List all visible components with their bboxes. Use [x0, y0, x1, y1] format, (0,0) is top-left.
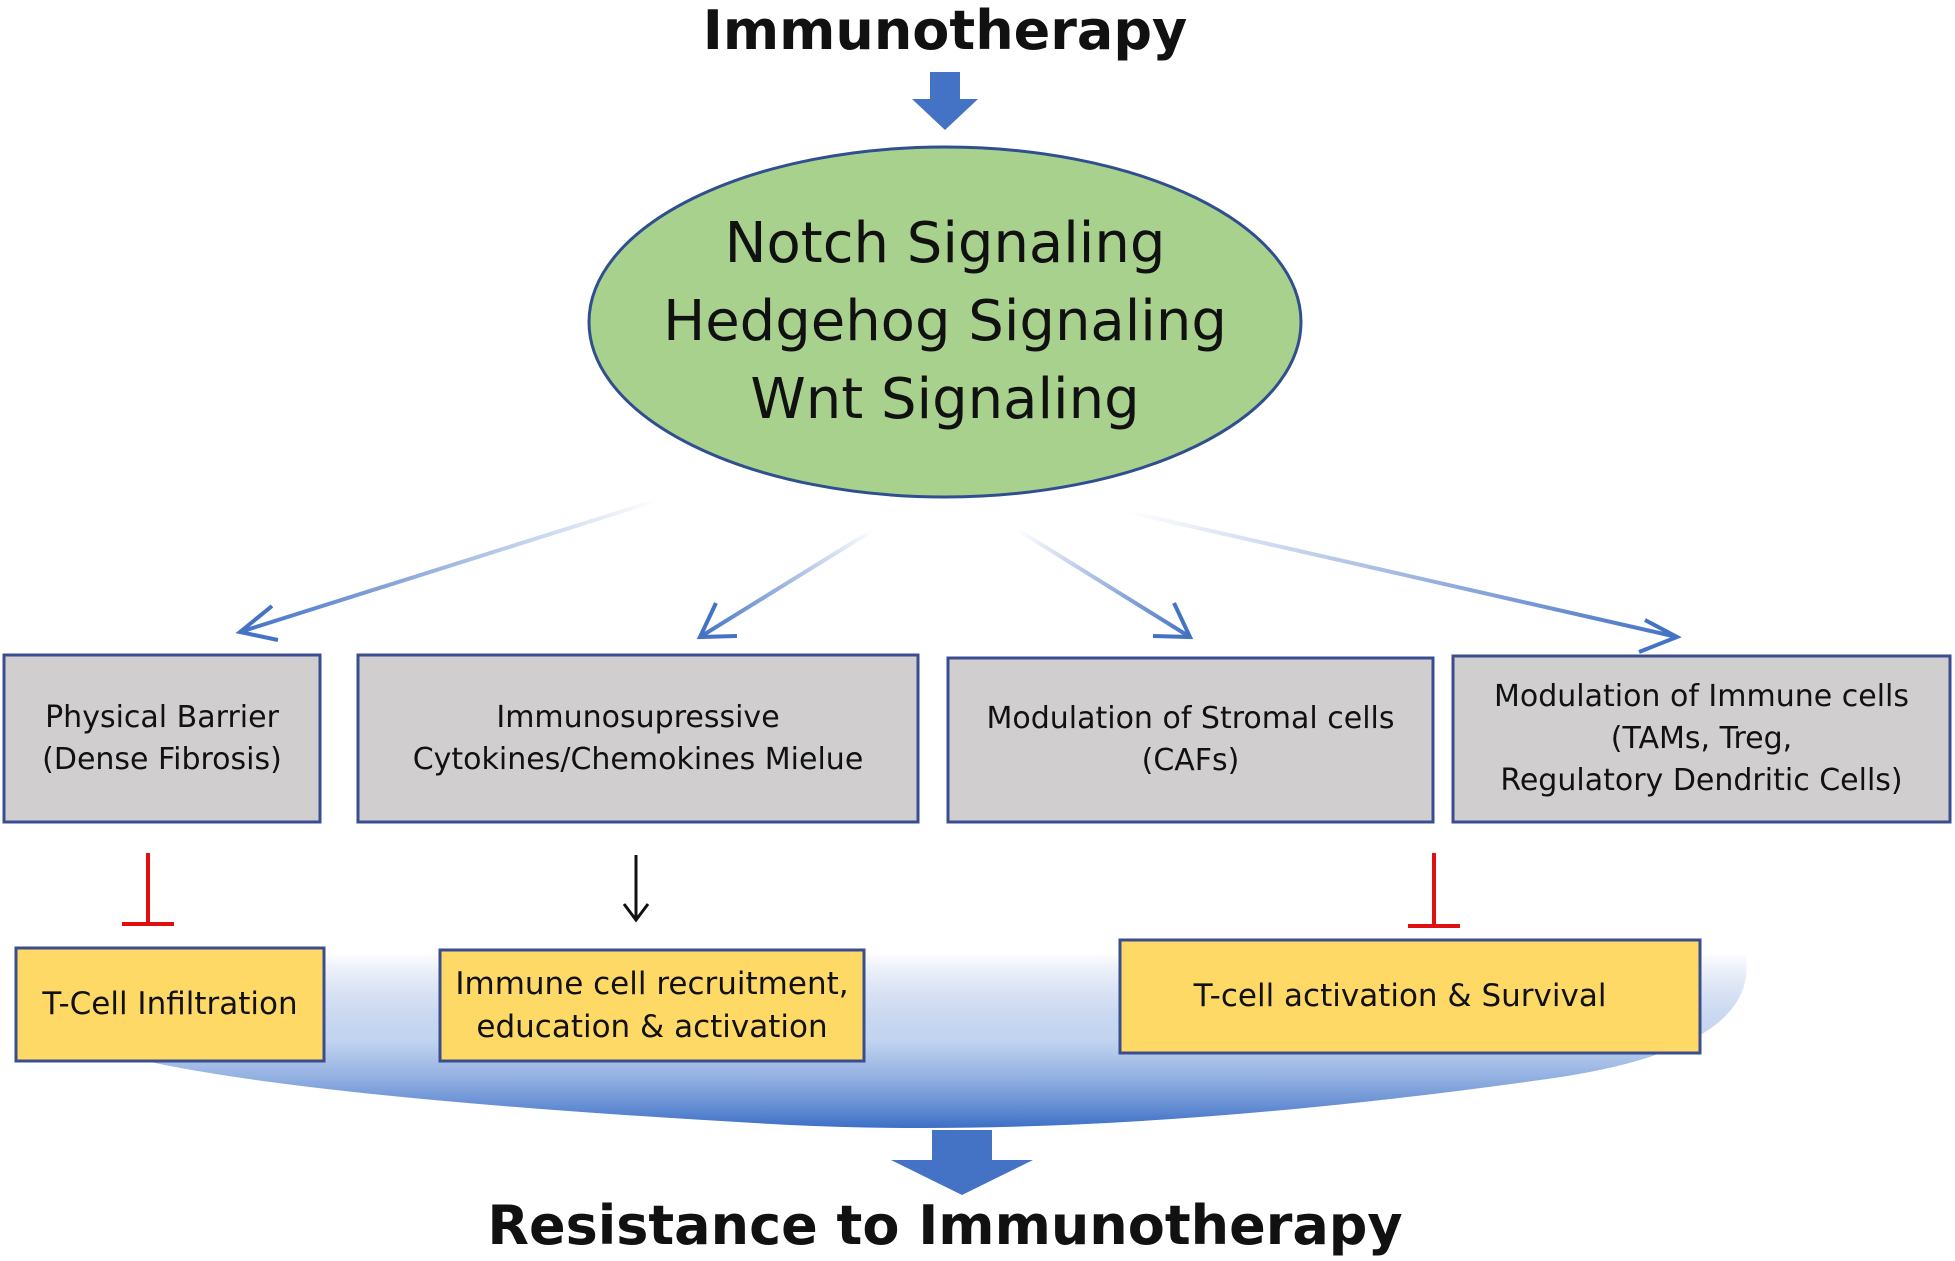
mechanism-line: (TAMs, Treg,	[1610, 721, 1793, 756]
mechanism-label-stromal: Modulation of Stromal cells (CAFs)	[948, 658, 1433, 822]
mechanism-line: Cytokines/Chemokines Mielue	[412, 741, 864, 777]
branch-arrow-cytokines	[696, 528, 875, 640]
outcome-label-activation: T-cell activation & Survival	[1120, 940, 1680, 1053]
outcome-box-infiltration	[14, 946, 326, 1063]
branch-arrow-stromal	[1016, 528, 1194, 640]
outcome-line: Immune cell recruitment,	[455, 965, 849, 1002]
top-down-arrow	[912, 72, 978, 130]
mechanism-box-immune-cells	[1451, 654, 1952, 824]
title-resistance: Resistance to Immunotherapy	[487, 1193, 1403, 1257]
mechanism-label-cytokines: Immunosupressive Cytokines/Chemokines Mi…	[358, 655, 918, 822]
pathway-notch: Notch Signaling	[724, 211, 1166, 276]
mechanism-line: Modulation of Immune cells	[1493, 679, 1910, 714]
pathway-list: Notch Signaling Hedgehog Signaling Wnt S…	[589, 202, 1301, 442]
outcome-label-infiltration: T-Cell Infiltration	[16, 948, 324, 1061]
branch-arrow-immune-cells	[1127, 510, 1682, 654]
pathway-wnt: Wnt Signaling	[750, 367, 1140, 432]
outcome-line: education & activation	[476, 1008, 828, 1045]
promote-arrow-recruitment	[622, 855, 650, 923]
mechanism-label-immune-cells: Modulation of Immune cells (TAMs, Treg, …	[1453, 656, 1950, 822]
mechanism-line: (CAFs)	[1141, 743, 1240, 778]
mechanism-box-stromal	[946, 656, 1435, 824]
mechanism-box-cytokines	[356, 653, 920, 824]
mechanism-label-physical-barrier: Physical Barrier (Dense Fibrosis)	[4, 655, 320, 822]
mechanism-line: Modulation of Stromal cells	[986, 701, 1395, 736]
branch-arrow-physical-barrier	[235, 498, 659, 642]
outcome-label-recruitment: Immune cell recruitment, education & act…	[440, 950, 864, 1061]
mechanism-line: Physical Barrier	[45, 699, 279, 735]
inhibition-symbol-infiltration	[122, 853, 174, 926]
mechanism-box-physical-barrier	[2, 653, 322, 824]
mechanism-line: (Dense Fibrosis)	[42, 741, 282, 777]
pathway-ellipse	[587, 145, 1303, 499]
inhibition-symbol-activation	[1408, 853, 1460, 928]
outcome-line: T-cell activation & Survival	[1193, 978, 1607, 1014]
outcome-line: T-Cell Infiltration	[42, 986, 298, 1022]
mechanism-line: Immunosupressive	[496, 699, 780, 735]
mechanism-line: Regulatory Dendritic Cells)	[1500, 763, 1903, 798]
pathway-hedgehog: Hedgehog Signaling	[663, 289, 1227, 354]
outcome-box-recruitment	[438, 948, 866, 1063]
outcome-box-activation	[1118, 938, 1702, 1055]
title-immunotherapy: Immunotherapy	[702, 0, 1188, 62]
bottom-down-arrow	[891, 1130, 1033, 1195]
